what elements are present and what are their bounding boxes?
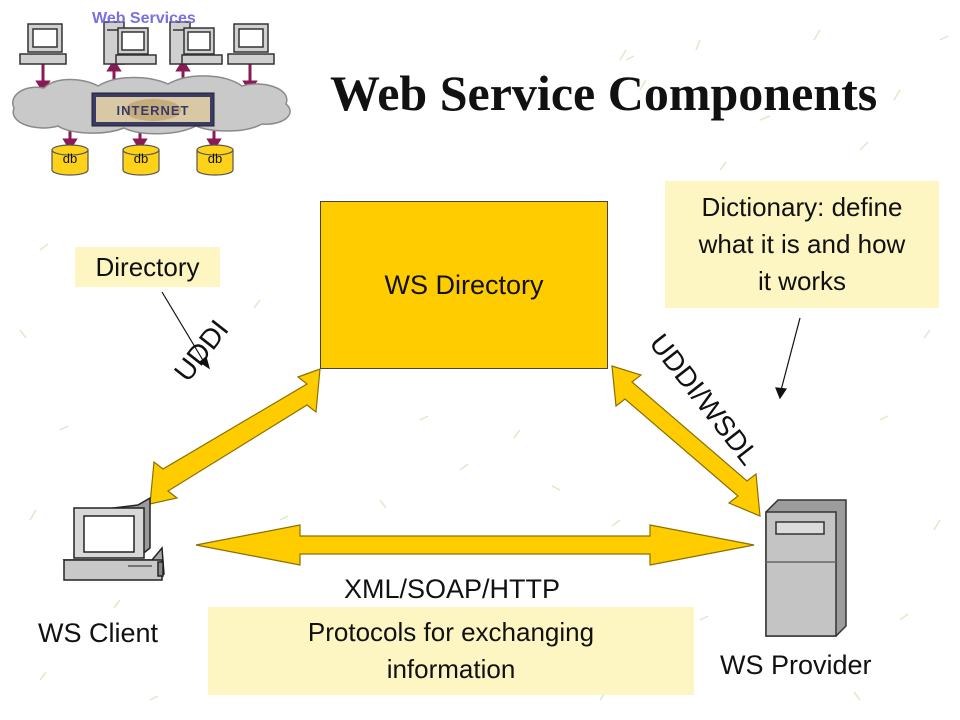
database-label: db bbox=[207, 151, 223, 166]
ws-directory-box: WS Directory bbox=[320, 201, 608, 369]
server-icon bbox=[169, 21, 223, 65]
logo-database-icons bbox=[51, 144, 234, 176]
internet-banner-text: INTERNET bbox=[117, 103, 190, 118]
ws-client-label: WS Client bbox=[38, 618, 159, 648]
database-label: db bbox=[133, 151, 149, 166]
web-services-logo: INTERNET bbox=[12, 21, 291, 176]
pointer-dictionary-note bbox=[779, 317, 801, 395]
protocols-note: Protocols for exchanging information bbox=[208, 607, 694, 695]
logo-computer-icons bbox=[19, 21, 275, 65]
ws-directory-label: WS Directory bbox=[384, 269, 544, 300]
server-tower-icon bbox=[765, 499, 847, 637]
note-pointers bbox=[161, 291, 801, 400]
monitor-icon bbox=[227, 23, 275, 65]
database-icon bbox=[122, 144, 160, 176]
monitor-icon bbox=[19, 23, 67, 65]
arrow-provider-directory bbox=[611, 365, 761, 517]
dictionary-note-line: what it is and how bbox=[698, 229, 906, 259]
arrow-client-provider bbox=[195, 524, 755, 566]
ws-provider-label: WS Provider bbox=[720, 650, 872, 680]
directory-note: Directory bbox=[75, 247, 220, 287]
xml-soap-http-connection-label: XML/SOAP/HTTP bbox=[344, 574, 561, 604]
page-title: Web Service Components bbox=[330, 65, 878, 121]
desktop-computer-icon bbox=[62, 496, 165, 581]
connection-arrows bbox=[149, 365, 761, 566]
database-icon bbox=[51, 144, 89, 176]
protocols-note-line: information bbox=[386, 654, 516, 684]
database-icon bbox=[196, 144, 234, 176]
dictionary-note: Dictionary: define what it is and how it… bbox=[665, 181, 939, 308]
pointer-directory-note bbox=[161, 291, 205, 363]
logo-caption: Web Services bbox=[92, 10, 196, 27]
protocols-note-line: Protocols for exchanging bbox=[307, 617, 595, 647]
database-label: db bbox=[62, 151, 78, 166]
dictionary-note-line: Dictionary: define bbox=[701, 192, 903, 222]
dictionary-note-line: it works bbox=[757, 266, 847, 296]
arrow-client-directory bbox=[149, 368, 321, 505]
server-icon bbox=[103, 21, 157, 65]
